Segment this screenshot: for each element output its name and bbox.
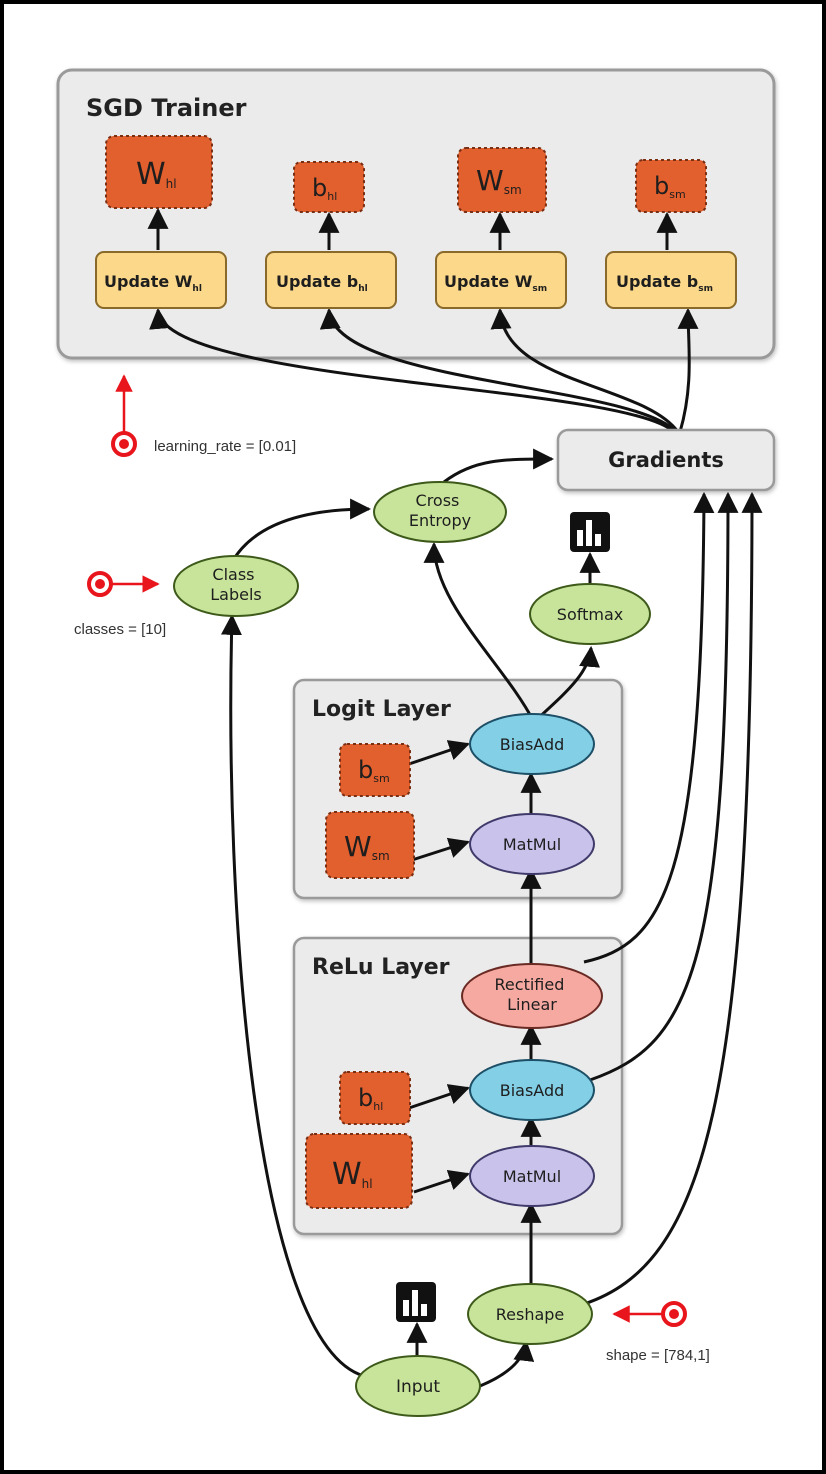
matmul-label: MatMul [503,835,561,854]
edge-gradients-update-bsm [677,307,699,433]
edge-biasadd-crossentropy [423,541,536,723]
input-dots [87,431,687,1327]
edge-input-reshape [479,1339,535,1388]
param-w-sm-logit: Wsm [325,811,415,879]
edge-classlabels-crossentropy [230,498,372,563]
param-label: bhl [312,174,337,203]
update-w-sm: Update Wsm [435,251,567,309]
param-label: Wsm [476,164,522,197]
param-label: bsm [654,172,686,201]
edge-whl-matmul [413,1170,470,1194]
matmul-relu-node: MatMul [469,1145,595,1207]
matmul-label: MatMul [503,1167,561,1186]
edge-gradients-update-wsm [490,307,680,433]
param-label: Wsm [344,830,390,863]
param-w-sm-top: Wsm [457,147,547,213]
edge-bhl-biasadd [408,1084,470,1110]
param-label: Whl [136,157,177,192]
rectified-linear-label: Rectified Linear [495,975,570,1014]
edges [147,207,763,1388]
edge-rectified-gradients [583,491,715,964]
cross-entropy-label: Cross Entropy [409,491,471,530]
edge-gradients-update-whl [149,307,676,434]
class-labels-label: Class Labels [210,565,262,604]
update-w-hl: Update Whl [95,251,227,309]
softmax-node: Softmax [529,583,651,645]
diagram-canvas: SGD Trainer Logit Layer ReLu Layer [4,4,822,1470]
relu-layer-title: ReLu Layer [312,955,450,980]
param-b-hl-relu: bhl [339,1071,411,1125]
edge-crossentropy-gradients [443,448,555,484]
edge-input-classlabels [220,613,365,1378]
edge-wsm-matmul [411,837,470,862]
gradients-label: Gradients [608,448,724,472]
biasadd-logit-node: BiasAdd [469,713,595,775]
classes-label: classes = [10] [74,621,166,638]
reshape-node: Reshape [467,1283,593,1345]
logit-layer-title: Logit Layer [312,697,451,722]
update-label: Update bsm [616,272,713,294]
histogram-icon [570,512,610,552]
gradients-node: Gradients [556,428,776,492]
edge-reshape-gradients [583,491,763,1306]
biasadd-label: BiasAdd [500,1081,565,1100]
input-label: Input [396,1377,440,1397]
input-node: Input [355,1355,481,1417]
param-b-sm-logit: bsm [339,743,411,797]
shape-label: shape = [784,1] [606,1347,710,1364]
rectified-linear-node: Rectified Linear [461,963,603,1029]
sgd-trainer-group: SGD Trainer [56,68,776,360]
param-w-hl-top: Whl [105,135,213,209]
update-b-hl: Update bhl [265,251,397,309]
param-label: Whl [332,1157,373,1192]
input-arrows [110,374,662,1323]
sgd-trainer-title: SGD Trainer [86,94,247,122]
update-label: Update Whl [104,272,202,294]
class-labels-node: Class Labels [173,555,299,617]
cross-entropy-node: Cross Entropy [373,481,507,543]
update-b-sm: Update bsm [605,251,737,309]
edge-bsm-biasadd [408,740,470,766]
param-b-hl-top: bhl [293,161,365,213]
biasadd-label: BiasAdd [500,735,565,754]
param-w-hl-relu: Whl [305,1133,413,1209]
reshape-label: Reshape [496,1305,565,1324]
biasadd-relu-node: BiasAdd [469,1059,595,1121]
edge-biasadd-gradients [589,491,739,1082]
update-label: Update bhl [276,272,368,294]
param-b-sm-top: bsm [635,159,707,213]
histogram-icon [396,1282,436,1322]
param-label: bhl [358,1084,383,1113]
param-label: bsm [358,756,390,785]
softmax-label: Softmax [557,605,623,624]
edge-gradients-update-bhl [319,307,678,434]
update-label: Update Wsm [444,272,547,294]
matmul-logit-node: MatMul [469,813,595,875]
learning-rate-label: learning_rate = [0.01] [154,438,296,455]
graph-svg: SGD Trainer Logit Layer ReLu Layer [56,68,776,1417]
